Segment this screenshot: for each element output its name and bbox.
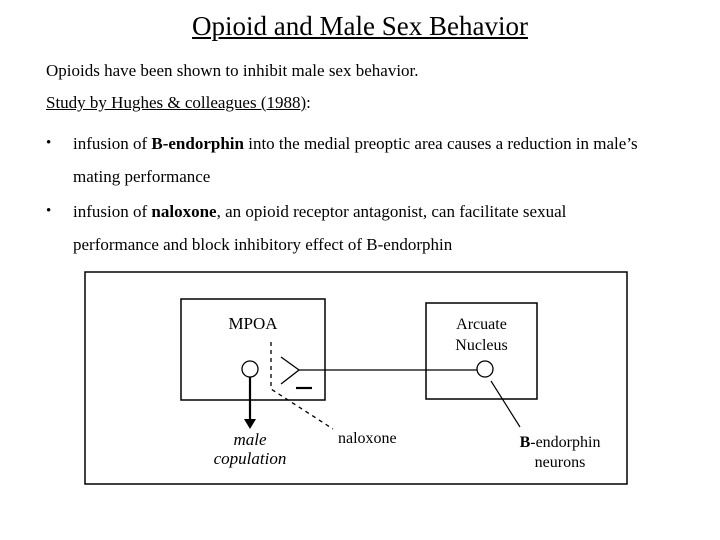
male-copulation-arrowhead (244, 419, 256, 429)
bullet-text-bold: B-endorphin (151, 134, 244, 153)
bendorphin-bold-b: B (519, 434, 531, 451)
bullet-marker: • (46, 203, 52, 219)
bullet-text-segment: infusion of (73, 202, 152, 221)
bullet-item-naloxone: • infusion of naloxone, an opioid recept… (46, 195, 566, 261)
mpoa-label: MPOA (228, 314, 278, 333)
bullet-text-segment: infusion of (73, 134, 152, 153)
arcuate-neuron-circle (477, 361, 493, 377)
male-copulation-label: male copulation (195, 430, 305, 468)
study-heading-underlined: Study by Hughes & colleagues (1988) (46, 93, 307, 112)
bullet-text: infusion of B-endorphin into the medial … (73, 127, 638, 193)
male-copulation-line1: male (233, 430, 267, 449)
arcuate-label-line1: Arcuate (456, 316, 507, 333)
bullet-text: infusion of naloxone, an opioid receptor… (73, 195, 566, 261)
arcuate-label-line2: Nucleus (455, 337, 508, 354)
bendorphin-rest: -endorphin (530, 434, 601, 451)
bullet-text-line: mating performance (73, 167, 211, 186)
male-copulation-line2: copulation (213, 449, 287, 468)
study-heading-colon: : (306, 93, 311, 112)
bendorphin-neurons-label: B-endorphin neurons (500, 433, 620, 473)
bullet-text-bold: naloxone (151, 202, 217, 221)
mpoa-neuron-circle (242, 361, 258, 377)
bullet-text-line: performance and block inhibitory effect … (73, 235, 453, 254)
arcuate-nucleus-label: Arcuate Nucleus (426, 314, 537, 356)
intro-text: Opioids have been shown to inhibit male … (46, 61, 419, 80)
bullet-text-segment: into the medial preoptic area causes a r… (243, 134, 638, 153)
bullet-text-line: infusion of B-endorphin into the medial … (73, 127, 638, 160)
synapse-terminal (281, 357, 299, 384)
study-heading: Study by Hughes & colleagues (1988): (46, 92, 311, 114)
bendorphin-label-line1: B-endorphin (500, 433, 620, 453)
bullet-text-line: infusion of naloxone, an opioid receptor… (73, 195, 566, 228)
bullet-text-segment: , an opioid receptor antagonist, can fac… (216, 202, 567, 221)
naloxone-label: naloxone (338, 430, 397, 447)
slide-title: Opioid and Male Sex Behavior (192, 11, 528, 41)
naloxone-dashed-line (271, 342, 333, 429)
bendorphin-pointer-line (491, 381, 520, 427)
bullet-marker: • (46, 135, 52, 151)
bullet-item-bendorphin: • infusion of B-endorphin into the media… (46, 127, 638, 193)
bendorphin-label-line2: neurons (534, 454, 586, 471)
